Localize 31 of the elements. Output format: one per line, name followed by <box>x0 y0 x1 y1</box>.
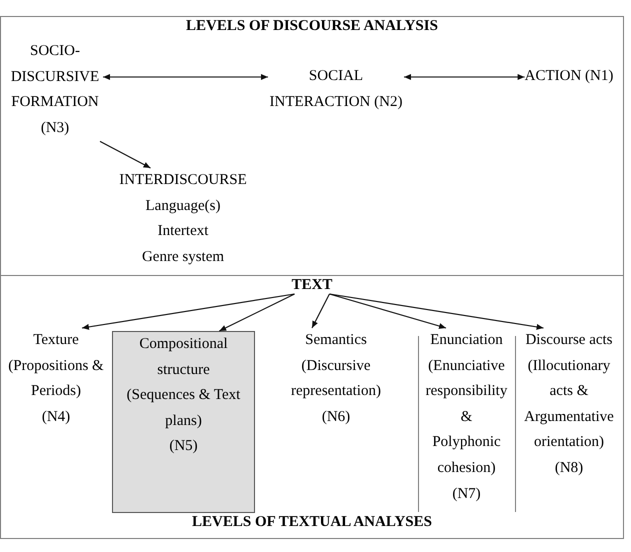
list-item: Language(s) <box>146 196 220 216</box>
list-item: Genre system <box>142 248 224 267</box>
level-code: (N4) <box>42 408 70 427</box>
level-code: (N5) <box>169 437 198 456</box>
shaded-panel <box>112 331 255 513</box>
level-label: SOCIO-DISCURSIVE FORMATION (N3) <box>7 39 103 142</box>
level-label: SOCIAL INTERACTION (N2) <box>268 64 404 116</box>
heading-text: TEXT <box>292 276 332 294</box>
level-label: Texture (Propositions & Periods) <box>7 331 105 402</box>
arrow <box>329 293 446 329</box>
level-label: Enunciation (Enunciative responsibility & Polyphonic cohesion) <box>426 331 508 478</box>
list-item: Intertext <box>158 222 208 242</box>
section-panel <box>0 16 624 276</box>
double-arrow <box>404 74 525 80</box>
level-label: Compositional structure (Sequences & Text plans) <box>126 335 242 431</box>
arrow <box>82 293 295 330</box>
section-title: LEVELS OF TEXTUAL ANALYSES <box>192 513 432 531</box>
level-code: (N8) <box>554 458 584 478</box>
section-title: LEVELS OF DISCOURSE ANALYSIS <box>186 17 438 35</box>
level-label: ACTION (N1) <box>524 64 614 90</box>
arrow <box>329 293 544 330</box>
level-code: (N7) <box>452 484 481 504</box>
arrow <box>219 294 295 332</box>
arrow <box>312 294 330 328</box>
level-label: Discourse acts (Illocutionary acts & Argumentative orientation) <box>523 331 615 452</box>
double-arrow <box>103 74 268 80</box>
heading-text: INTERDISCOURSE <box>119 171 247 190</box>
arrow <box>100 140 151 168</box>
section-panel <box>0 275 624 539</box>
level-code: (N6) <box>322 408 350 427</box>
level-label: Semantics (Discursive representation) <box>290 331 382 402</box>
